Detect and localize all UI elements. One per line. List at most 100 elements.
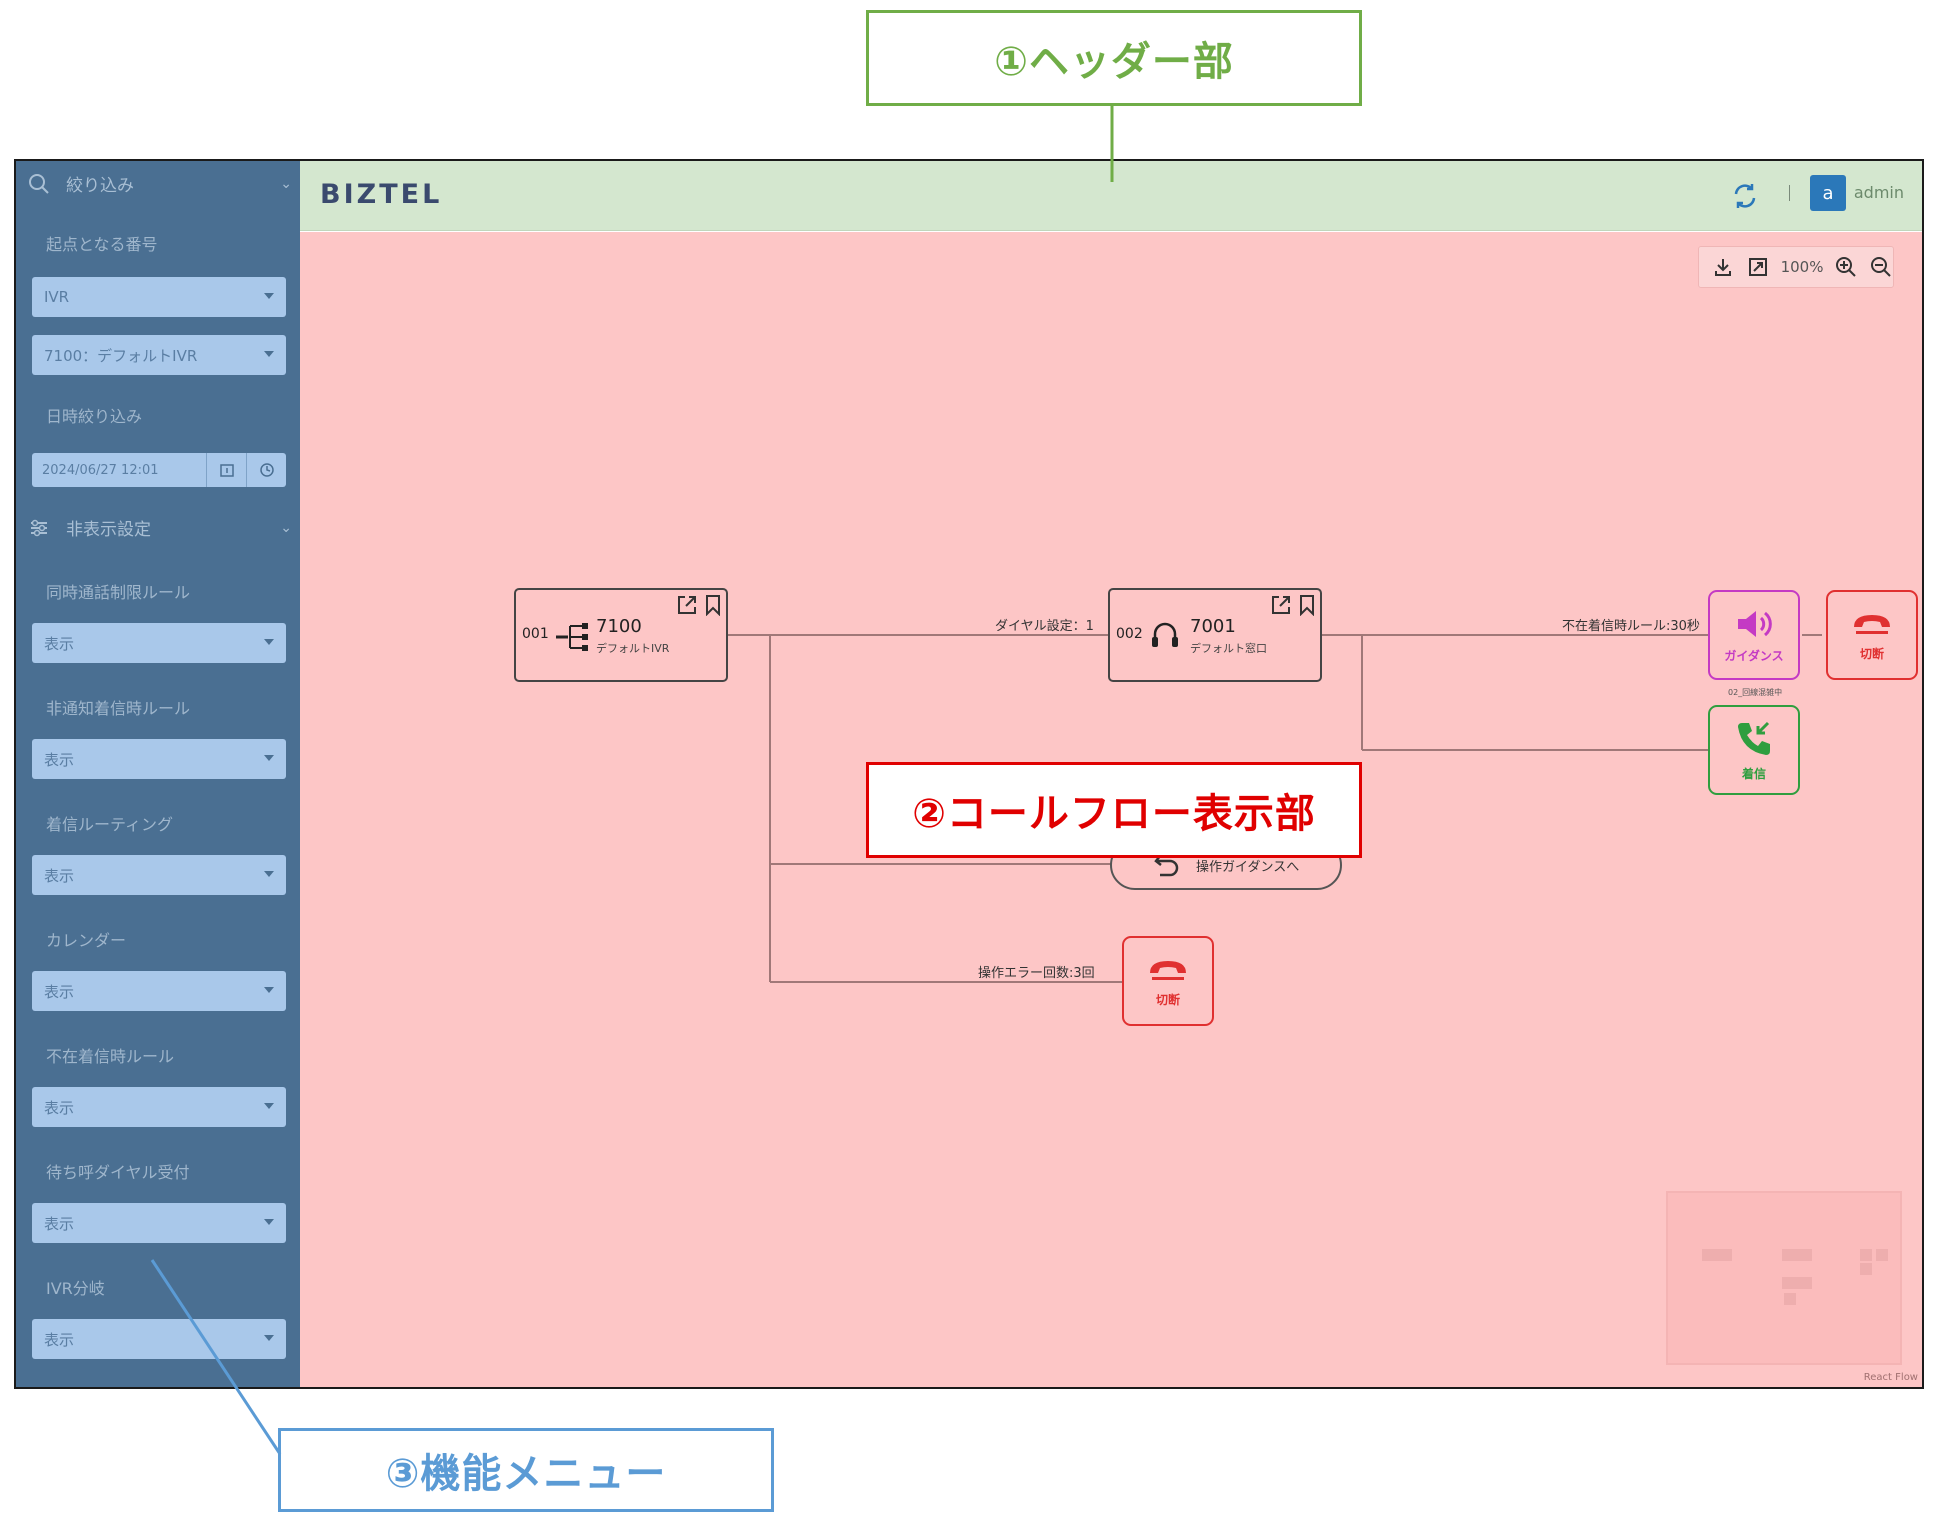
download-icon: [1715, 259, 1732, 276]
avatar[interactable]: a: [1810, 175, 1846, 211]
hangup-error-label: 切断: [1155, 992, 1180, 1007]
edge-label-dial: ダイヤル設定：1: [995, 619, 1094, 634]
hide-settings-title: 非表示設定: [66, 520, 151, 540]
minimap-node: [1860, 1263, 1872, 1275]
function-menu-sidebar: 絞り込み ⌄ 起点となる番号 IVR 7100：デフォルトIVR 日時絞り込み …: [16, 161, 300, 1387]
flow-node-hangup[interactable]: 切断: [1826, 590, 1918, 680]
setting-label: 着信ルーティング: [46, 815, 174, 834]
edge-label-absent: 不在着信時ルール:30秒: [1562, 619, 1700, 634]
zoom-out-icon: [1870, 257, 1891, 277]
node-main-number: 7100: [596, 616, 642, 637]
external-link-icon[interactable]: [1270, 594, 1292, 616]
calendar-button[interactable]: [206, 453, 246, 487]
node-subtitle: デフォルト窓口: [1190, 642, 1267, 655]
header-divider: [1789, 185, 1790, 201]
node-number: 002: [1116, 626, 1143, 642]
headset-icon: [1152, 622, 1178, 647]
minimap-node: [1782, 1249, 1812, 1261]
biztel-logo[interactable]: BIZTEL: [320, 179, 443, 210]
minimap-node: [1702, 1249, 1732, 1261]
caret-down-icon: [264, 1335, 274, 1341]
minimap-node: [1782, 1277, 1812, 1289]
origin-number-select[interactable]: 7100：デフォルトIVR: [32, 335, 286, 375]
external-link-icon[interactable]: [676, 594, 698, 616]
leader-header: [1110, 106, 1114, 182]
filter-title: 絞り込み: [66, 176, 134, 196]
flow-node-hangup-error[interactable]: 切断: [1122, 936, 1214, 1026]
canvas-toolbar: 100%: [1698, 246, 1894, 288]
origin-type-select[interactable]: IVR: [32, 277, 286, 317]
username[interactable]: admin: [1853, 183, 1904, 202]
flow-edges: [728, 634, 1822, 983]
node-actions: [1270, 594, 1316, 616]
zoom-level: 100%: [1780, 258, 1824, 276]
refresh-icon[interactable]: [1730, 181, 1760, 211]
caret-down-icon: [264, 293, 274, 299]
hangup-label: 切断: [1859, 646, 1884, 661]
callout-callflow: ②コールフロー表示部: [866, 762, 1362, 858]
chevron-down-icon: ⌄: [280, 175, 292, 192]
setting-select-calendar[interactable]: 表示: [32, 971, 286, 1011]
incoming-call-icon: [1738, 721, 1770, 755]
setting-label: IVR分岐: [46, 1279, 105, 1298]
calendar-icon: [219, 464, 234, 477]
sliders-icon: [31, 519, 47, 536]
setting-select-ivr-branch[interactable]: 表示: [32, 1319, 286, 1359]
datetime-label: 日時絞り込み: [46, 407, 143, 426]
minimap-node: [1876, 1249, 1888, 1261]
node-number: 001: [522, 626, 549, 642]
react-flow-attribution[interactable]: React Flow: [1863, 1372, 1918, 1383]
zoom-in-icon: [1835, 257, 1856, 277]
node-actions: [676, 594, 722, 616]
datetime-input[interactable]: 2024/06/27 12:01: [32, 453, 286, 487]
zoom-in-button[interactable]: [1833, 254, 1858, 280]
leader-menu: [150, 1259, 282, 1455]
clock-icon: [259, 463, 274, 477]
flow-node-incoming[interactable]: 着信: [1708, 705, 1800, 795]
bookmark-icon[interactable]: [1298, 594, 1316, 616]
minimap[interactable]: [1666, 1191, 1902, 1365]
hangup-icon: [1150, 960, 1186, 980]
speaker-icon: [1738, 610, 1772, 637]
minimap-node: [1784, 1293, 1796, 1305]
filter-section-toggle[interactable]: 絞り込み ⌄: [28, 171, 292, 196]
minimap-node: [1860, 1249, 1872, 1261]
bookmark-icon[interactable]: [704, 594, 722, 616]
callout-header: ①ヘッダー部: [866, 10, 1362, 106]
back-guidance-label: 操作ガイダンスへ: [1196, 859, 1300, 875]
setting-label: 同時通話制限ルール: [46, 583, 191, 602]
download-button[interactable]: [1711, 254, 1736, 280]
setting-select-routing[interactable]: 表示: [32, 855, 286, 895]
caret-down-icon: [264, 639, 274, 645]
flow-node-ivr-7100[interactable]: 001 7100 デフォルトIVR: [514, 588, 728, 682]
edge-label-error: 操作エラー回数:3回: [978, 966, 1095, 981]
flow-node-queue-7001[interactable]: 002 7001 デフォルト窓口: [1108, 588, 1322, 682]
node-subtitle: デフォルトIVR: [596, 642, 670, 655]
search-icon: [29, 173, 49, 194]
flow-node-guidance[interactable]: ガイダンス: [1708, 590, 1800, 680]
setting-label: 不在着信時ルール: [46, 1047, 175, 1066]
setting-select-concurrent-limit[interactable]: 表示: [32, 623, 286, 663]
setting-select-queue-dial[interactable]: 表示: [32, 1203, 286, 1243]
origin-label: 起点となる番号: [46, 235, 158, 254]
caret-down-icon: [264, 1219, 274, 1225]
hangup-icon: [1854, 614, 1890, 634]
setting-label: 待ち呼ダイヤル受付: [46, 1163, 190, 1182]
setting-label: 非通知着信時ルール: [46, 699, 191, 718]
setting-select-missed-call[interactable]: 表示: [32, 1087, 286, 1127]
ivr-tree-icon: [556, 623, 588, 651]
hide-settings-toggle[interactable]: 非表示設定 ⌄: [28, 515, 292, 540]
zoom-out-button[interactable]: [1868, 254, 1893, 280]
chevron-down-icon: ⌄: [280, 519, 292, 536]
clock-button[interactable]: [246, 453, 286, 487]
setting-label: カレンダー: [46, 931, 127, 950]
guidance-sub: 02_回線混雑中: [1728, 688, 1783, 697]
incoming-label: 着信: [1741, 766, 1766, 781]
caret-down-icon: [264, 755, 274, 761]
caret-down-icon: [264, 1103, 274, 1109]
caret-down-icon: [264, 987, 274, 993]
setting-select-anonymous-call[interactable]: 表示: [32, 739, 286, 779]
callout-menu: ③機能メニュー: [278, 1428, 774, 1512]
fit-view-button[interactable]: [1746, 254, 1771, 280]
